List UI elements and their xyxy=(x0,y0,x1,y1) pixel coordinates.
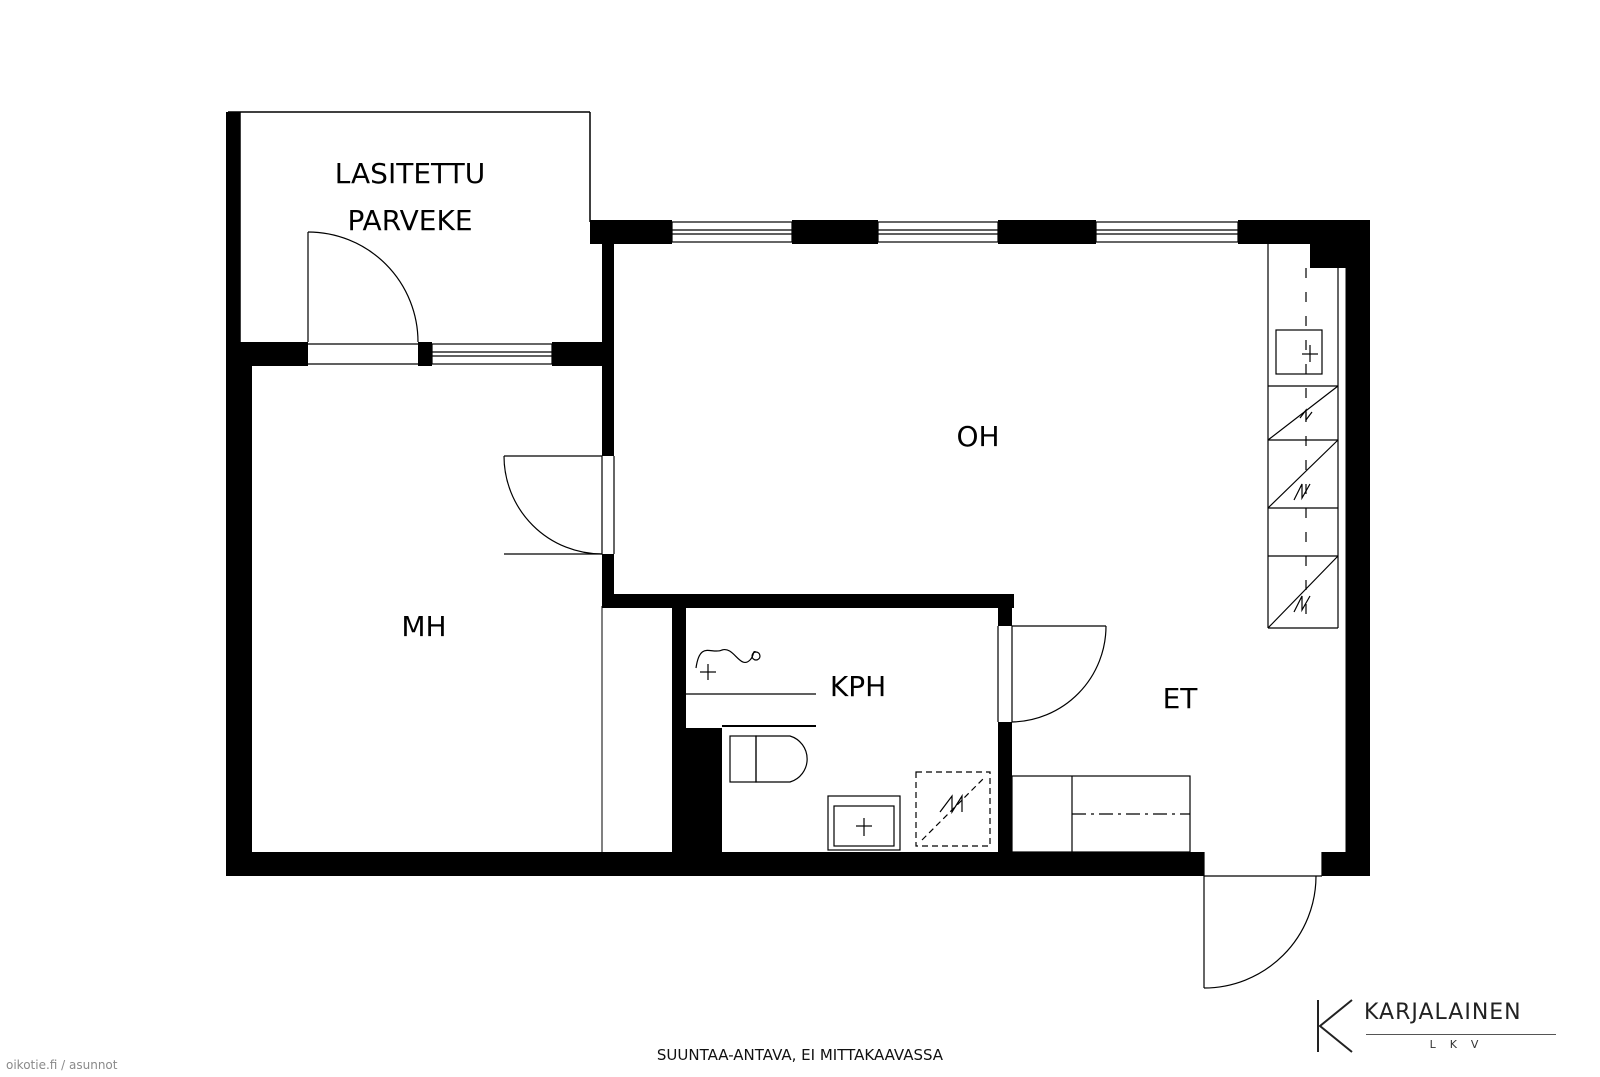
balcony-window xyxy=(308,343,553,365)
room-label-bathroom: KPH xyxy=(830,670,886,703)
disclaimer-note: SUUNTAA-ANTAVA, EI MITTAKAAVASSA xyxy=(656,1046,944,1064)
room-label-hallway: ET xyxy=(1163,682,1199,715)
right-wall xyxy=(1346,220,1370,876)
room-label-balcony-line2: PARVEKE xyxy=(347,204,472,237)
balcony-door xyxy=(307,231,419,343)
left-wall xyxy=(226,342,252,876)
bathroom-left-wall xyxy=(672,608,686,852)
bathroom-right-wall-lower xyxy=(998,722,1012,852)
bathroom-left-wall-thick xyxy=(686,728,722,852)
kitchen-units xyxy=(1267,244,1339,629)
toilet-icon xyxy=(729,735,808,783)
top-wall xyxy=(590,220,1370,244)
right-wall-corner xyxy=(1310,244,1346,268)
bedroom-living-wall-upper xyxy=(602,244,614,456)
balcony-divider-wall xyxy=(240,342,614,366)
bathroom-top-wall xyxy=(602,594,1014,608)
logo-name: KARJALAINEN xyxy=(1364,1000,1522,1025)
room-label-bedroom: MH xyxy=(401,610,446,643)
hallway-cabinets xyxy=(1011,775,1191,853)
bathroom-door xyxy=(997,625,1107,723)
entrance-door xyxy=(1203,852,1323,989)
shower xyxy=(686,649,816,727)
company-logo: KARJALAINEN LKV xyxy=(1312,998,1562,1058)
logo-divider xyxy=(1366,1034,1556,1035)
top-windows xyxy=(671,221,1239,243)
logo-k-icon xyxy=(1317,999,1353,1053)
bedroom-door xyxy=(503,455,615,555)
balcony-wall-left xyxy=(226,112,240,342)
bedroom-living-wall-lower xyxy=(602,554,614,606)
sink-icon xyxy=(827,795,901,851)
bathroom-right-wall-upper xyxy=(998,608,1012,626)
washing-machine-icon xyxy=(915,771,991,847)
room-label-balcony-line1: LASITETTU xyxy=(335,157,485,190)
room-label-living: OH xyxy=(956,420,999,453)
logo-subtitle: LKV xyxy=(1429,1038,1493,1051)
source-watermark: oikotie.fi / asunnot xyxy=(6,1058,118,1072)
bottom-wall-left xyxy=(226,852,1204,876)
bottom-wall-right xyxy=(1322,852,1370,876)
